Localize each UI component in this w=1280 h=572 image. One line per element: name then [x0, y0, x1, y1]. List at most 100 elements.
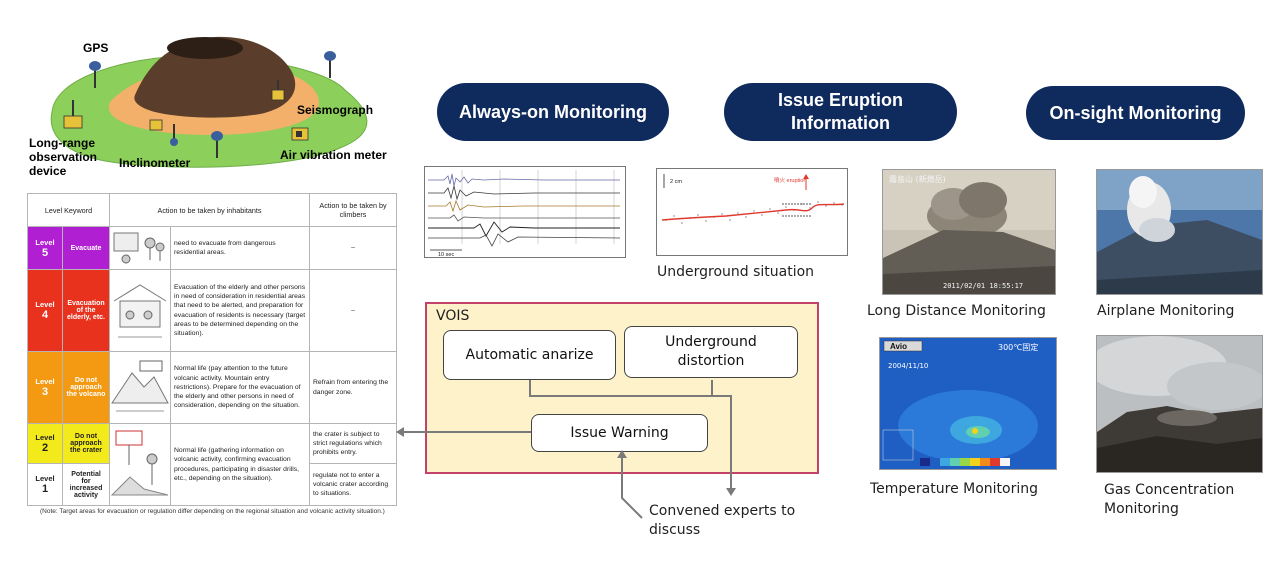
thermal-color-scale — [920, 458, 1010, 466]
arrow-to-experts — [529, 380, 732, 490]
tilt-scatter — [665, 201, 843, 224]
climbers-action: the crater is subject to strict regulati… — [309, 423, 397, 464]
seismic-trace-3 — [428, 199, 620, 213]
seismic-trace-6 — [428, 233, 621, 247]
air-vibration-sensor-icon — [291, 127, 309, 141]
volcano-illustration — [50, 36, 368, 168]
photo-timestamp: 2011/02/01 18:55:17 — [943, 282, 1023, 290]
climbers-action: – — [309, 226, 397, 270]
gas-photo — [1096, 335, 1263, 473]
seismic-trace-5 — [428, 221, 620, 237]
thermal-photo: Avio 300℃固定 2004/11/10 — [879, 337, 1057, 470]
inclinometer-label: Inclinometer — [119, 156, 191, 170]
level-word: Level — [35, 377, 55, 386]
underground-distortion-box: Underground distortion — [624, 326, 798, 378]
airplane-photo — [1096, 169, 1263, 295]
keyword-cell: Do not approach the volcano — [62, 351, 110, 424]
arrow-experts-to-warning — [621, 456, 643, 519]
climbers-action: regulate not to enter a volcanic crater … — [309, 463, 397, 506]
tilt-trend-line — [661, 203, 845, 221]
crater-restriction-illustration — [110, 430, 169, 495]
level-word: Level — [35, 300, 55, 309]
climbers-action: – — [309, 269, 397, 352]
evacuation-illustration — [113, 232, 165, 264]
header-climbers: Action to be taken by climbers — [309, 193, 397, 227]
long-range-label: Long-range observation device — [29, 136, 98, 178]
air-vibration-label: Air vibration meter — [280, 148, 387, 162]
keyword-cell: Potential for increased activity — [62, 463, 110, 506]
level-word: Level — [35, 237, 55, 247]
temperature-caption: Temperature Monitoring — [870, 481, 1038, 497]
issue-warning-box: Issue Warning — [531, 414, 708, 452]
long-distance-photo: 霧島山 (新燃岳) 2011/02/01 18:55:17 — [882, 169, 1056, 295]
tilt-scale-label: 2 cm — [670, 179, 682, 185]
airplane-caption: Airplane Monitoring — [1097, 303, 1235, 319]
issue-eruption-information-header: Issue Eruption Information — [724, 83, 957, 141]
header-level-keyword: Level Keyword — [27, 193, 110, 227]
header-inhabitants: Action to be taken by inhabitants — [109, 193, 310, 227]
seismic-trace-2 — [428, 185, 620, 201]
underground-situation-caption: Underground situation — [657, 264, 815, 280]
gps-sensor-icon — [89, 61, 101, 88]
mountain-restriction-illustration — [111, 360, 169, 411]
volcano-cone — [134, 36, 296, 118]
gps-sensor-icon-2 — [324, 51, 336, 78]
keyword-cell: Evacuation of the elderly, etc. — [62, 269, 110, 352]
illustration-cell — [109, 269, 171, 352]
seismograph-sensor-icon — [271, 80, 285, 101]
photo-title-text: 霧島山 (新燃岳) — [889, 174, 946, 184]
inhabitants-action: need to evacuate from dangerous resident… — [170, 226, 310, 270]
illustration-cell — [109, 423, 171, 506]
volcano-crater — [167, 37, 243, 59]
illustration-cell — [109, 226, 171, 270]
illustration-cell — [109, 351, 171, 424]
climbers-action: Refrain from entering the danger zone. — [309, 351, 397, 424]
gas-concentration-caption: Gas Concentration Monitoring — [1104, 482, 1235, 517]
thermal-temperature: 300℃固定 — [998, 342, 1038, 352]
long-range-device-icon — [63, 100, 83, 129]
level-number: 2 — [41, 442, 49, 454]
gps-sensor-icon-3 — [211, 131, 223, 158]
seismic-scale-label: 10 sec — [438, 252, 454, 258]
thermal-date: 2004/11/10 — [888, 362, 928, 370]
table-note: (Note: Target areas for evacuation or re… — [40, 508, 385, 515]
gps-label: GPS — [83, 41, 109, 55]
always-on-monitoring-header: Always-on Monitoring — [437, 83, 669, 141]
flow-arrows — [396, 380, 736, 519]
level-word: Level — [35, 474, 55, 483]
inclinometer-sensor-icon — [149, 119, 178, 146]
level-word: Level — [35, 433, 55, 442]
inhabitants-action: Normal life (gathering information on vo… — [170, 423, 310, 506]
eruption-marker-label: 噴火 eruption — [774, 176, 806, 184]
vois-title: VOIS — [436, 308, 470, 324]
seismic-waveform-graph: 10 sec — [424, 166, 626, 258]
elderly-evacuation-illustration — [113, 283, 167, 337]
automatic-analyze-box: Automatic anarize — [443, 330, 616, 380]
volcanic-alert-level-table: Level Keyword Action to be taken by inha… — [27, 193, 397, 508]
seismograph-label: Seismograph — [297, 103, 374, 117]
keyword-cell: Do not approach the crater — [62, 423, 110, 464]
level-number: 5 — [41, 246, 49, 259]
tilt-graph: 2 cm 噴火 eruption — [656, 168, 848, 256]
keyword-cell: Evacuate — [62, 226, 110, 270]
seismic-trace-4 — [428, 214, 620, 222]
inhabitants-action: Evacuation of the elderly and other pers… — [170, 269, 310, 352]
long-distance-caption: Long Distance Monitoring — [867, 303, 1046, 319]
seismic-trace-1 — [428, 173, 620, 187]
level-number: 3 — [41, 386, 49, 398]
table-header-row: Level Keyword Action to be taken by inha… — [27, 193, 397, 227]
thermal-brand: Avio — [890, 342, 907, 351]
level-number: 1 — [41, 483, 49, 495]
level-number: 4 — [41, 309, 49, 321]
inhabitants-action: Normal life (pay attention to the future… — [170, 351, 310, 424]
convened-experts-label: Convened experts to discuss — [649, 503, 796, 538]
